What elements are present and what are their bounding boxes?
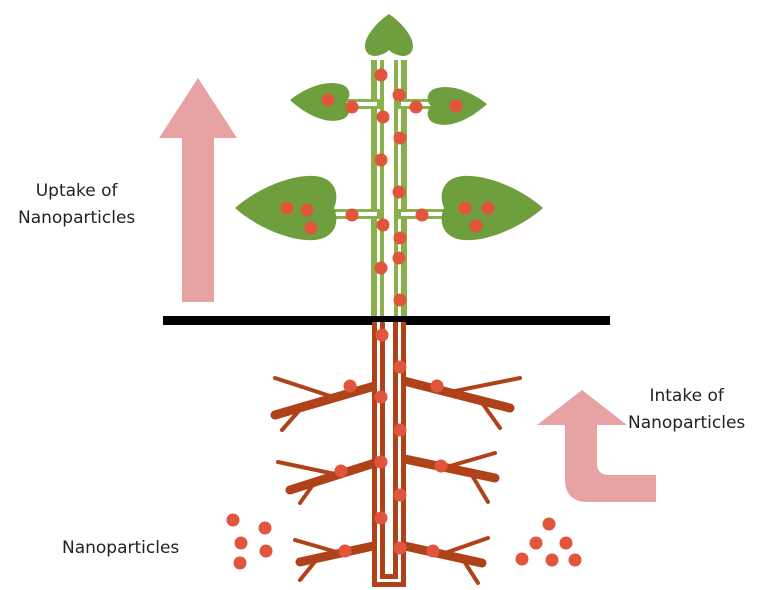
intake-label-line-2: Nanoparticles (628, 410, 745, 437)
leaf-upper-left (290, 83, 349, 121)
intake-label: Intake of Nanoparticles (628, 383, 745, 437)
uptake-arrow (159, 78, 237, 302)
nanoparticles-label: Nanoparticles (62, 535, 179, 562)
leaf-top (365, 14, 413, 56)
uptake-label: Uptake of Nanoparticles (18, 178, 135, 232)
uptake-label-line-1: Uptake of (18, 178, 135, 205)
uptake-label-line-2: Nanoparticles (18, 205, 135, 232)
intake-label-line-1: Intake of (628, 383, 745, 410)
